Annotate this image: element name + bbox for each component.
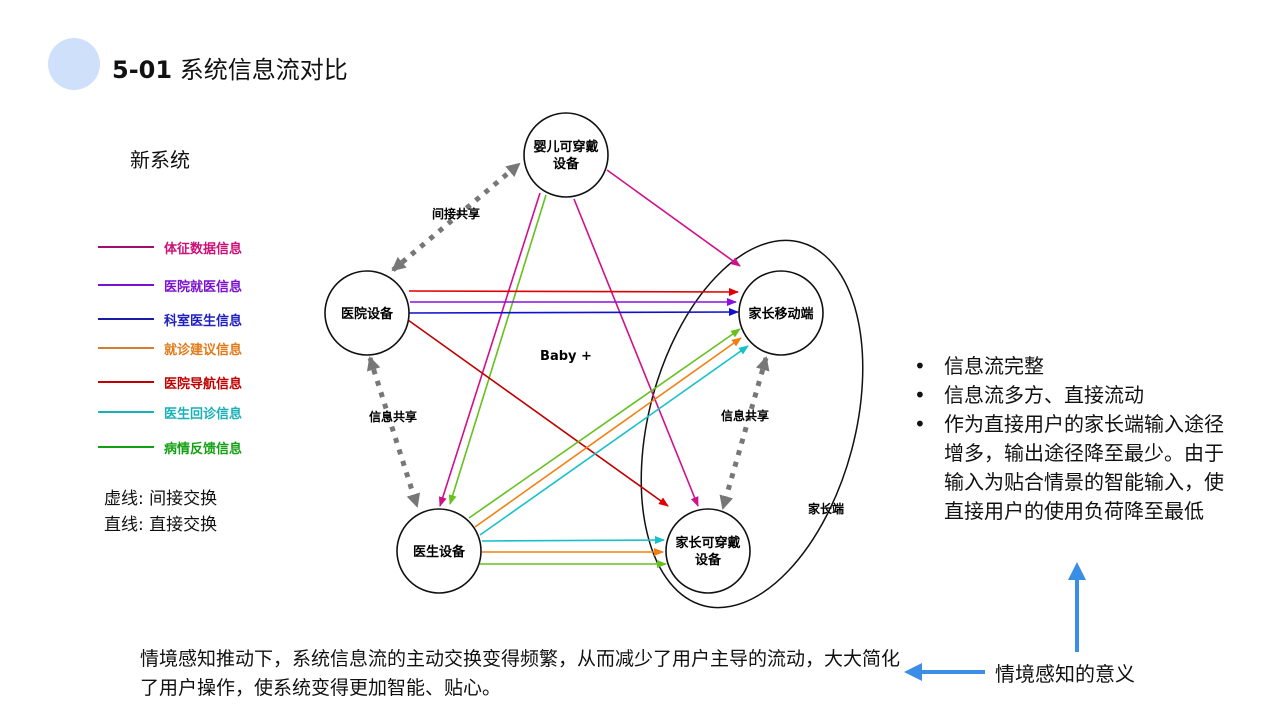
bullet-item: 信息流多方、直接流动 [910, 381, 1240, 410]
node-label: 设备 [553, 156, 580, 172]
bullet-item: 作为直接用户的家长端输入途径增多，输出途径降至最少。由于输入为贴合情景的智能输入… [910, 410, 1240, 526]
node-hospital-device [324, 270, 410, 356]
node-doctor-device [396, 508, 482, 594]
parent-group-ellipse [640, 239, 864, 609]
dashed-line-note: 虚线: 间接交换 [104, 489, 218, 509]
flow-arrow [448, 194, 547, 505]
summary-text: 情境感知推动下，系统信息流的主动交换变得频繁，从而减少了用户主导的流动，大大简化… [140, 648, 901, 699]
node-parent-wearable [665, 508, 751, 594]
left-arrow-head [904, 663, 922, 681]
indirect-share-arrow [391, 162, 521, 272]
group-label: 家长端 [808, 501, 844, 516]
title-text: 系统信息流对比 [179, 56, 348, 84]
section-label: 新系统 [130, 148, 190, 172]
flow-arrow [481, 536, 665, 545]
flow-arrow [573, 198, 699, 507]
node-label: 设备 [695, 552, 722, 568]
node-baby-wearable [523, 112, 609, 198]
node-parent-mobile [738, 270, 824, 356]
flow-arrow [474, 337, 742, 528]
node-label: 婴儿可穿戴 [533, 139, 598, 155]
flow-arrow [438, 192, 541, 507]
node-label: 家长移动端 [748, 306, 813, 322]
meaning-label: 情境感知的意义 [995, 662, 1135, 686]
flow-arrow [408, 308, 739, 317]
flow-arrow [479, 345, 749, 536]
share-label: 信息共享 [721, 408, 769, 423]
page-title: 5-01 系统信息流对比 [112, 50, 348, 85]
flow-arrow [468, 328, 741, 519]
flow-arrow [407, 319, 669, 507]
share-label: 信息共享 [369, 409, 417, 424]
center-label: Baby + [540, 349, 592, 364]
node-label: 家长可穿戴 [675, 535, 740, 551]
flow-arrow [408, 287, 739, 296]
node-label: 医生设备 [413, 544, 466, 560]
title-decoration-dot [48, 38, 100, 90]
hospital-doctor-share-arrow [366, 356, 421, 508]
bullet-item: 信息流完整 [910, 352, 1240, 381]
solid-line-note: 直线: 直接交换 [104, 515, 218, 535]
mobile-wearable-share-arrow [719, 356, 770, 510]
title-number: 5-01 [112, 56, 173, 84]
indirect-share-label: 间接共享 [432, 206, 480, 221]
node-label: 医院设备 [341, 306, 394, 322]
up-arrow-head [1068, 562, 1086, 580]
flow-arrow [606, 169, 741, 267]
bullet-list: 信息流完整 信息流多方、直接流动 作为直接用户的家长端输入途径增多，输出途径降至… [910, 352, 1240, 526]
